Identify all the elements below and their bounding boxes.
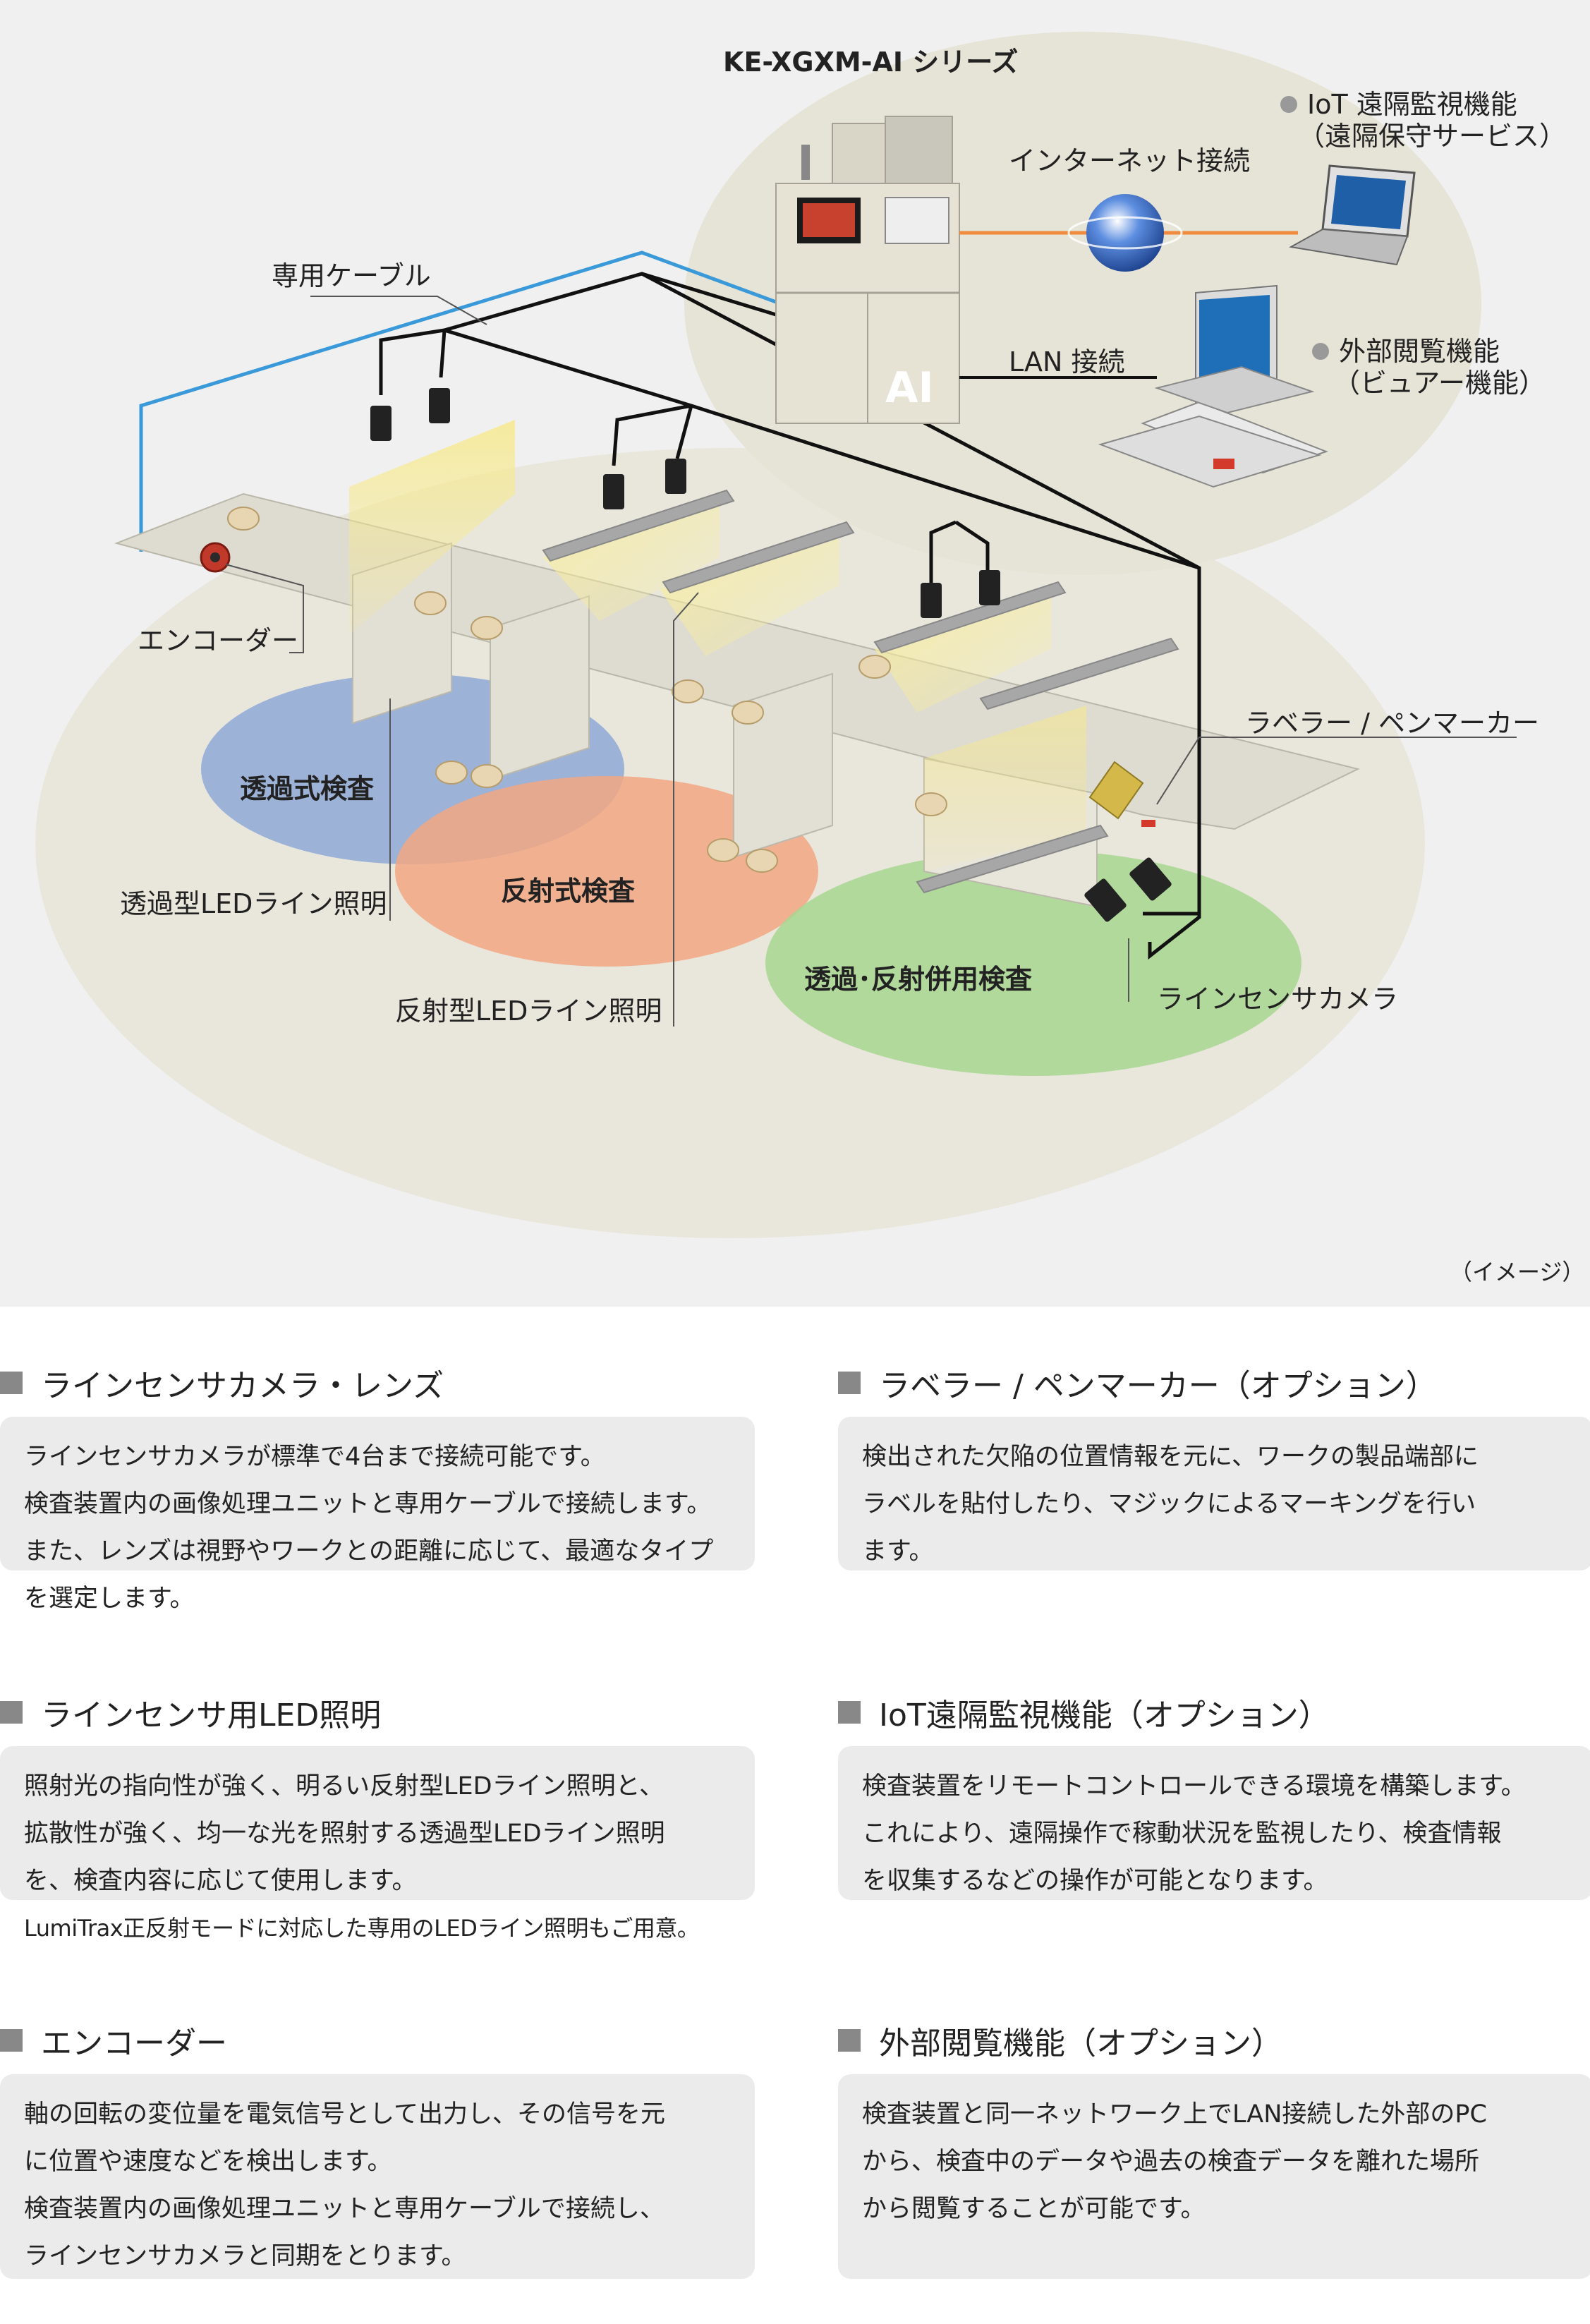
laptop-icon bbox=[1289, 164, 1416, 266]
viewer-label-sub: （ビュアー機能） bbox=[1333, 368, 1546, 399]
trans-led-beam-1 bbox=[349, 420, 515, 635]
iot-label-sub: （遠隔保守サービス） bbox=[1298, 121, 1567, 152]
section-labeler: ラベラー / ペンマーカー（オプション） 検出された欠陥の位置情報を元に、ワーク… bbox=[838, 1362, 1590, 1570]
controller-cabinet bbox=[775, 116, 960, 424]
zone-transmission-label: 透過式検査 bbox=[240, 773, 375, 804]
iot-label: IoT 遠隔監視機能 bbox=[1280, 88, 1517, 121]
square-bullet-icon bbox=[0, 1701, 23, 1724]
viewer-label: 外部閲覧機能 bbox=[1312, 335, 1500, 368]
bullet-dot-icon bbox=[1280, 95, 1297, 113]
lan-label: LAN 接続 bbox=[1009, 346, 1125, 377]
section-body: 検出された欠陥の位置情報を元に、ワークの製品端部にラベルを貼付したり、マジックに… bbox=[838, 1417, 1590, 1570]
labeler-label: ラベラー / ペンマーカー bbox=[1245, 708, 1539, 739]
section-heading: 外部閲覧機能（オプション） bbox=[838, 2019, 1590, 2062]
section-iot: IoT遠隔監視機能（オプション） 検査装置をリモートコントロールできる環境を構築… bbox=[838, 1691, 1590, 1900]
zone-combined-label: 透過･反射併用検査 bbox=[804, 964, 1033, 995]
camera-cable-3 bbox=[641, 272, 1201, 960]
refl-led-beam-2 bbox=[660, 526, 839, 656]
zone-reflection bbox=[395, 776, 818, 967]
zone-combined bbox=[765, 850, 1301, 1076]
section-line-sensor-camera: ラインセンサカメラ・レンズ ラインセンサカメラが標準で4台まで接続可能です。検査… bbox=[0, 1362, 755, 1613]
pc-icon bbox=[1098, 284, 1328, 488]
section-body: ラインセンサカメラが標準で4台まで接続可能です。検査装置内の画像処理ユニットと専… bbox=[0, 1417, 755, 1613]
trans-led-label: 透過型LEDライン照明 bbox=[120, 888, 387, 919]
system-title: KE-XGXM-AI シリーズ bbox=[723, 47, 1019, 78]
globe-icon bbox=[1086, 194, 1164, 272]
labeler-icon bbox=[1088, 761, 1144, 820]
internet-label: インターネット接続 bbox=[1009, 145, 1251, 176]
line-sensor-camera-icons bbox=[370, 388, 1172, 922]
section-external-viewer: 外部閲覧機能（オプション） 検査装置と同一ネットワーク上でLAN接続した外部のP… bbox=[838, 2019, 1590, 2279]
square-bullet-icon bbox=[0, 2029, 23, 2052]
square-bullet-icon bbox=[838, 1372, 861, 1394]
section-body: 軸の回転の変位量を電気信号として出力し、その信号を元に位置や速度などを検出します… bbox=[0, 2074, 755, 2279]
square-bullet-icon bbox=[0, 1372, 23, 1394]
encoder-label: エンコーダー bbox=[138, 625, 299, 656]
bullet-dot-icon bbox=[1312, 342, 1329, 360]
pen-marker-icon bbox=[1141, 820, 1155, 827]
section-led-lighting: ラインセンサ用LED照明 照射光の指向性が強く、明るい反射型LEDライン照明と、… bbox=[0, 1691, 755, 1942]
refl-led-label: 反射型LEDライン照明 bbox=[395, 995, 662, 1027]
section-heading: IoT遠隔監視機能（オプション） bbox=[838, 1691, 1590, 1733]
ai-badge: AI bbox=[885, 363, 934, 413]
refl-led-bar-1 bbox=[542, 489, 735, 562]
cable-label: 専用ケーブル bbox=[272, 260, 431, 291]
section-body: 照射光の指向性が強く、明るい反射型LEDライン照明と、拡散性が強く、均一な光を照… bbox=[0, 1746, 755, 1942]
refl-led-beam-1 bbox=[543, 494, 720, 621]
square-bullet-icon bbox=[838, 1701, 861, 1724]
section-encoder: エンコーダー 軸の回転の変位量を電気信号として出力し、その信号を元に位置や速度な… bbox=[0, 2019, 755, 2279]
leader-lines bbox=[225, 296, 1517, 1027]
section-heading: エンコーダー bbox=[0, 2019, 755, 2062]
camera-label: ラインセンサカメラ bbox=[1157, 984, 1399, 1015]
square-bullet-icon bbox=[838, 2029, 861, 2052]
diagram-illustration bbox=[35, 32, 1517, 1238]
encoder-cable bbox=[139, 250, 777, 552]
zone-reflection-label: 反射式検査 bbox=[501, 876, 636, 907]
section-body: 検査装置をリモートコントロールできる環境を構築します。これにより、遠隔操作で稼動… bbox=[838, 1746, 1590, 1900]
system-diagram: KE-XGXM-AI シリーズ AI インターネット接続 LAN 接続 IoT … bbox=[0, 0, 1590, 1307]
section-heading: ラインセンサカメラ・レンズ bbox=[0, 1362, 755, 1404]
image-note: （イメージ） bbox=[1450, 1259, 1585, 1285]
section-heading: ラインセンサ用LED照明 bbox=[0, 1691, 755, 1733]
section-heading: ラベラー / ペンマーカー（オプション） bbox=[838, 1362, 1590, 1404]
